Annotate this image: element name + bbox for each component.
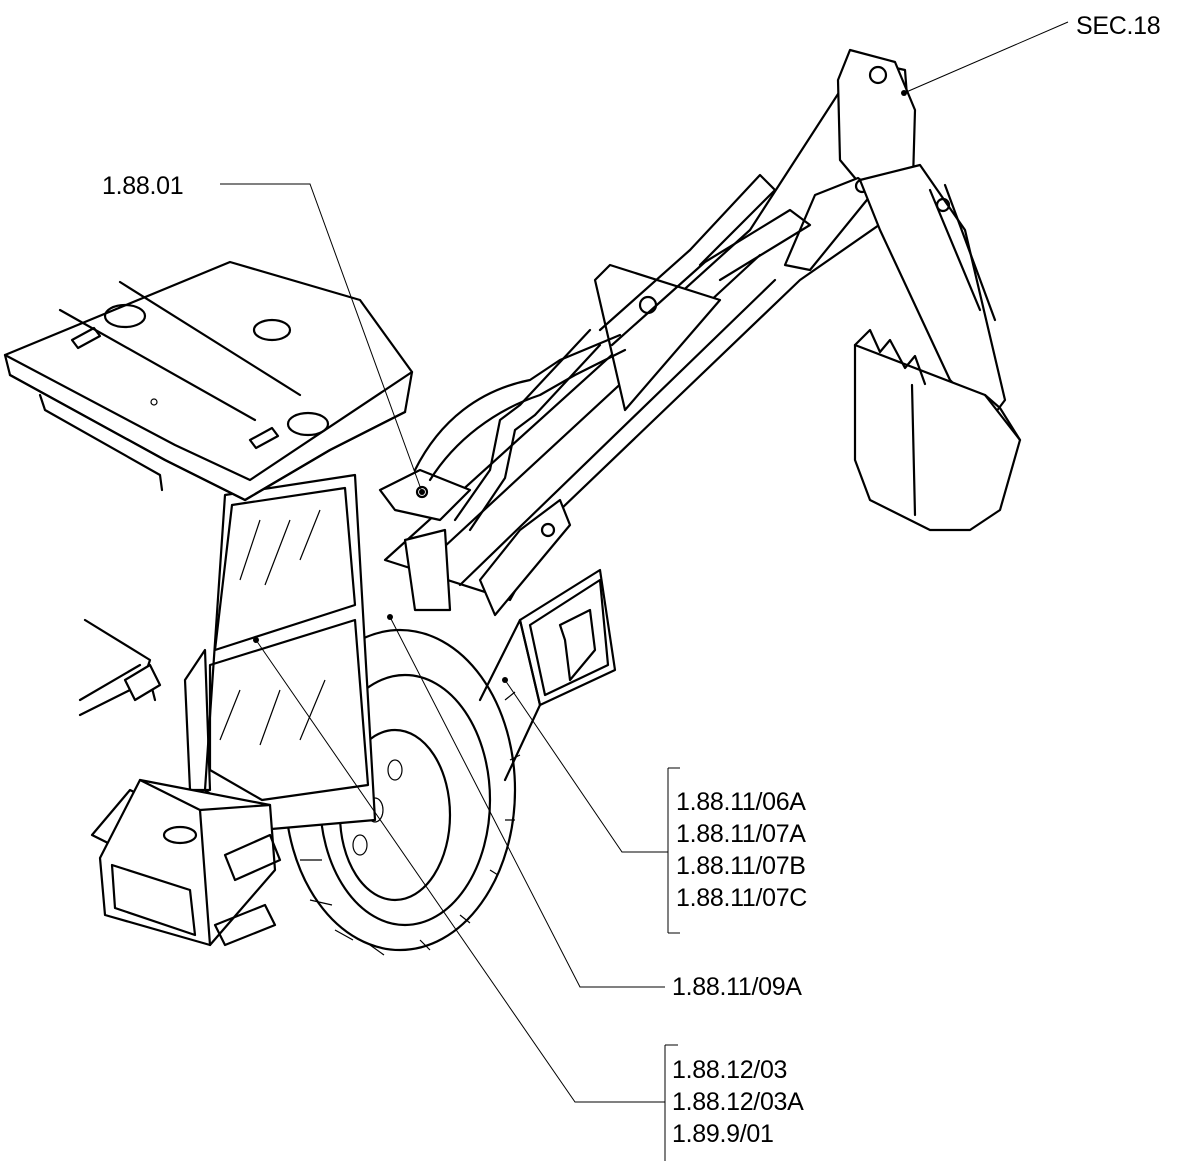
- callout-1-88-11-06a: 1.88.11/06A: [676, 788, 806, 816]
- callout-1-88-01: 1.88.01: [102, 172, 184, 200]
- cab: [183, 473, 377, 832]
- callout-1-88-11-09a: 1.88.11/09A: [672, 973, 802, 1001]
- callout-group-b: 1.88.12/03 1.88.12/03A 1.89.9/01: [672, 1054, 804, 1150]
- callout-1-88-11-07b: 1.88.11/07B: [676, 852, 806, 880]
- swing-frame: [378, 263, 722, 617]
- callout-group-a: 1.88.11/06A 1.88.11/07A 1.88.11/07B 1.88…: [676, 786, 807, 914]
- callout-1-88-11-07a: 1.88.11/07A: [676, 820, 806, 848]
- cab-roof: [3, 260, 414, 502]
- leader-dots: [253, 90, 907, 683]
- callout-1-88-11-07c: 1.88.11/07C: [676, 884, 808, 912]
- hydraulic-hoses: [413, 173, 812, 532]
- bucket: [853, 328, 1022, 532]
- leader-lines: [220, 21, 1069, 1161]
- callout-sec18: SEC.18: [1076, 12, 1161, 40]
- stabilizer-pad: [478, 568, 617, 782]
- rear-box: [98, 778, 282, 947]
- callout-1-88-12-03a: 1.88.12/03A: [672, 1088, 804, 1116]
- callout-1-89-9-01: 1.89.9/01: [672, 1120, 774, 1148]
- callout-1-88-12-03: 1.88.12/03: [672, 1056, 788, 1084]
